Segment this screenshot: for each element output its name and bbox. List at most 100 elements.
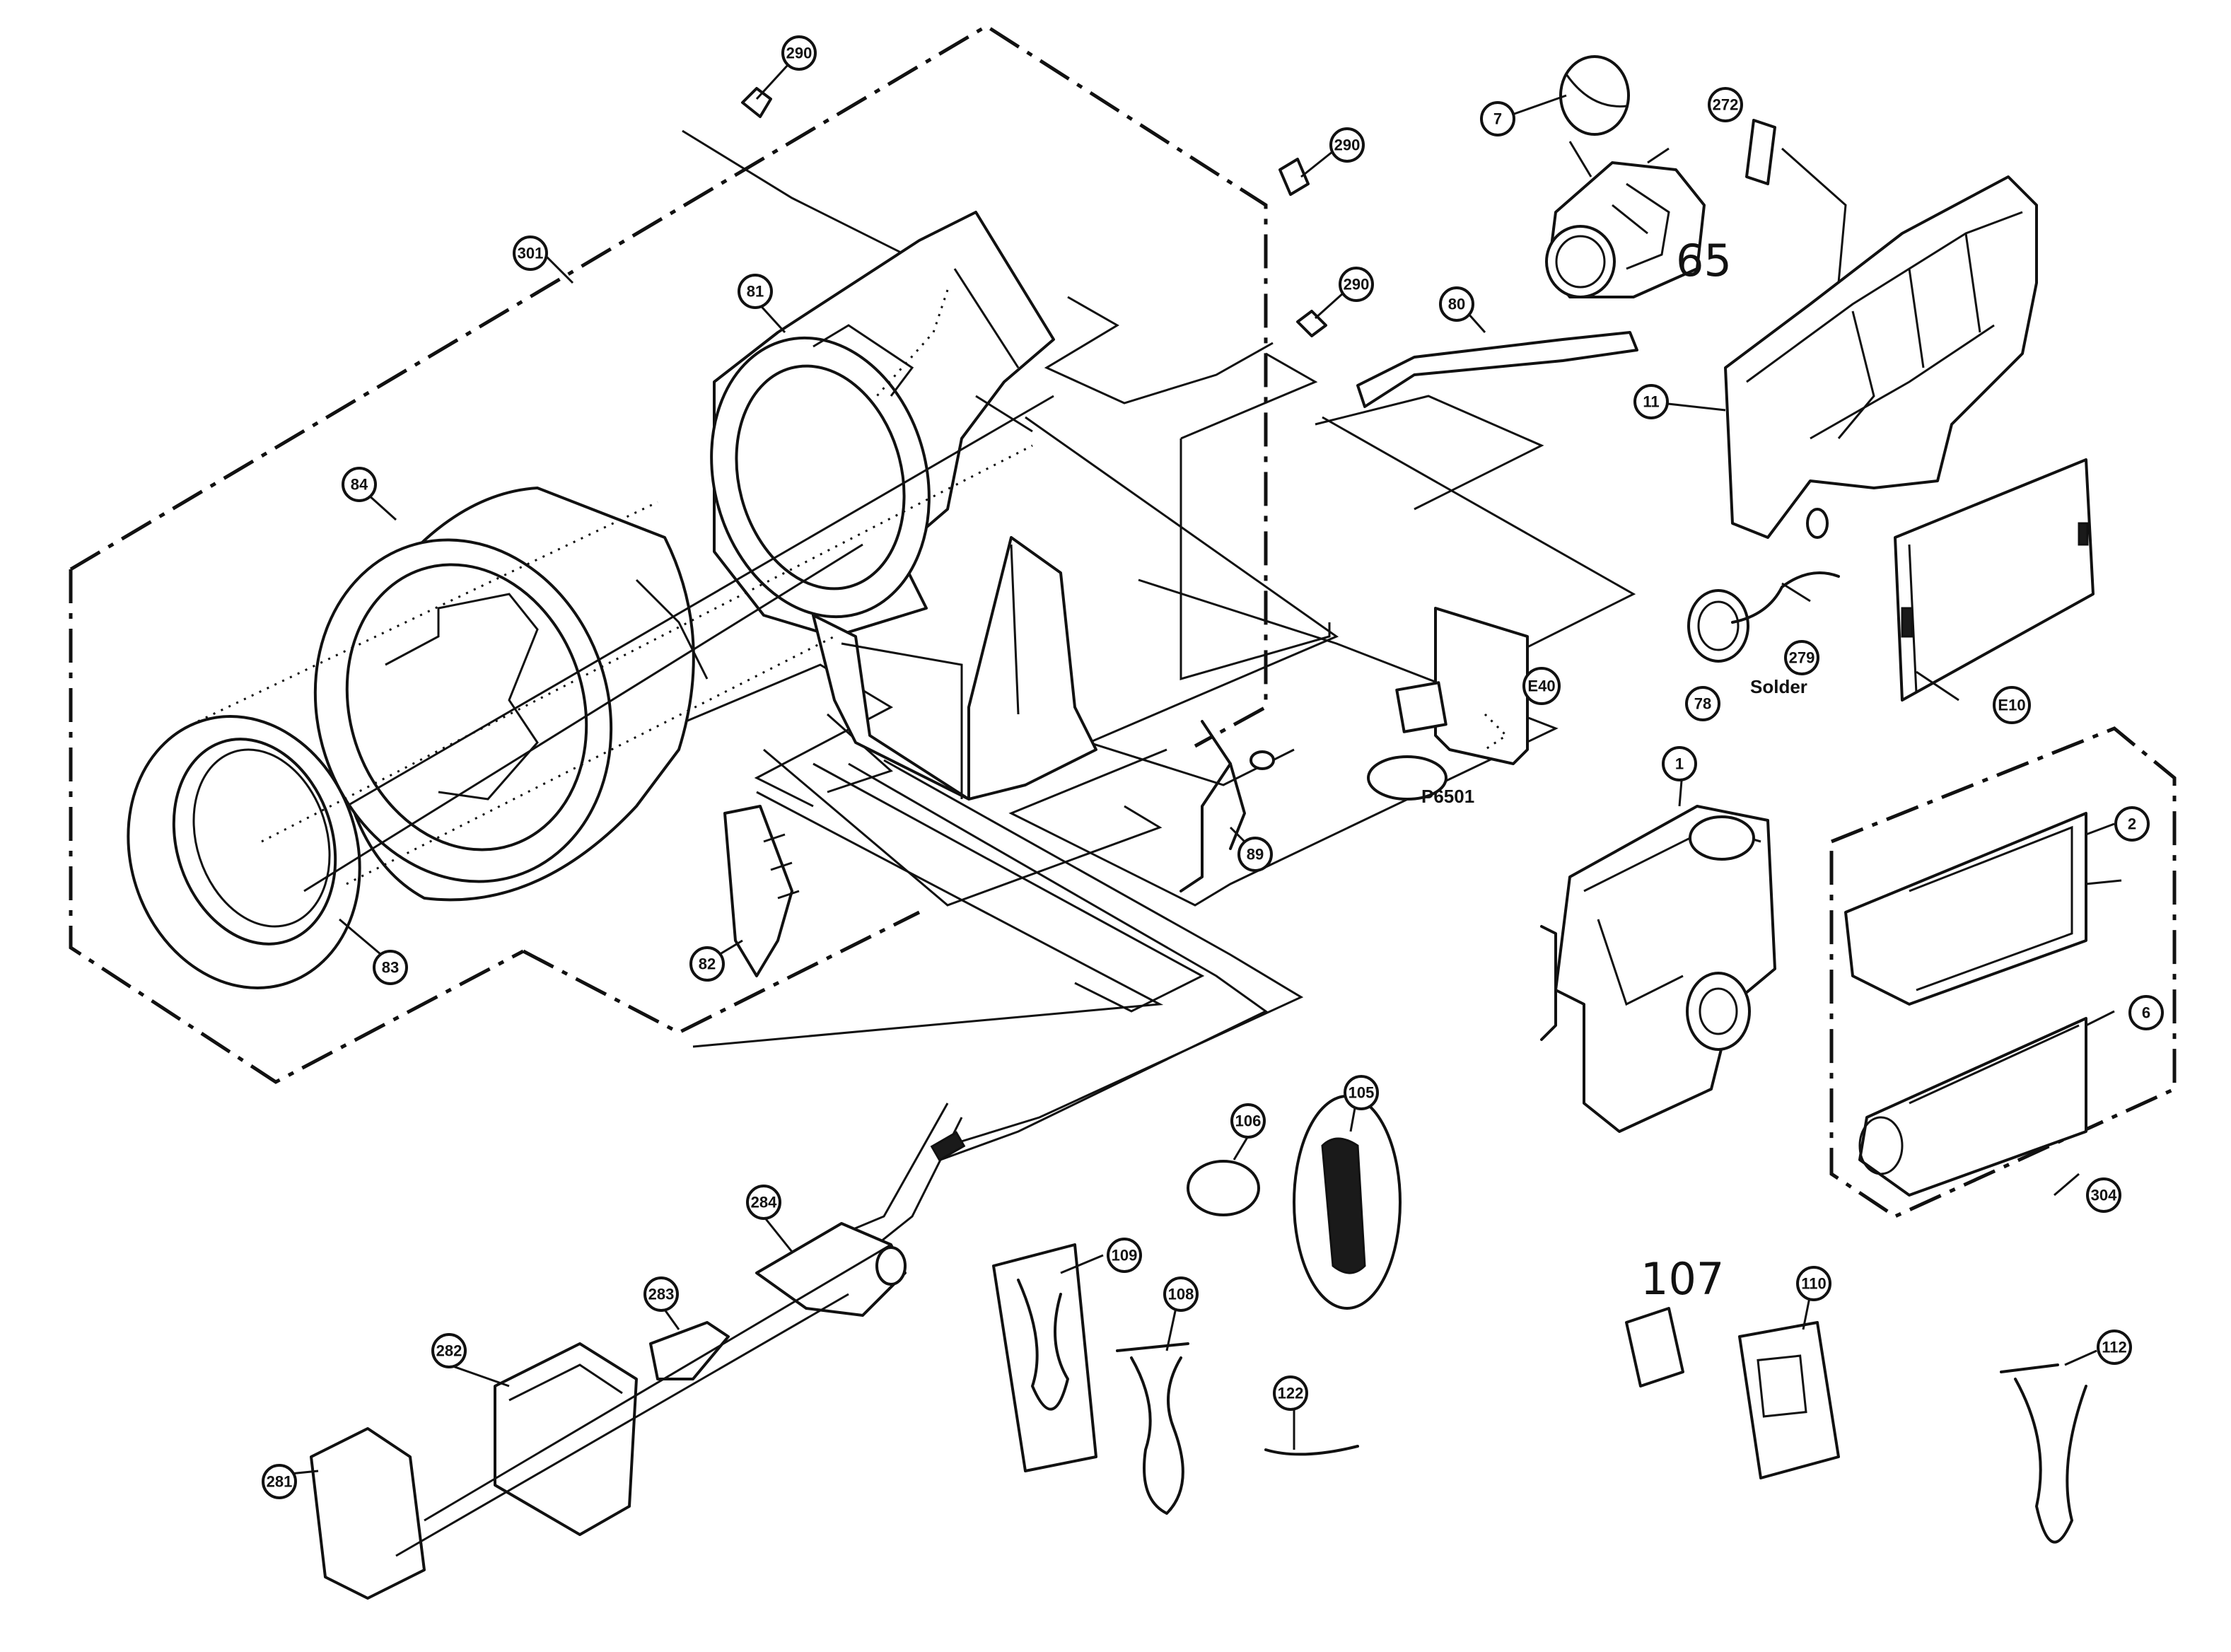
callout-text: 112 <box>2102 1339 2127 1356</box>
callout-text: 283 <box>648 1286 675 1303</box>
pcb-e10-part <box>1894 458 2095 702</box>
lens-assembly-boundary <box>69 24 1268 1084</box>
strap-105-part <box>1293 1095 1402 1310</box>
callout-text: 81 <box>747 283 764 301</box>
callout-84: 84 <box>342 467 377 502</box>
callout-text: 301 <box>518 245 544 262</box>
callout-text: 304 <box>2091 1187 2117 1204</box>
handwritten-65-label: 65 <box>1676 235 1732 286</box>
callout-e40: E40 <box>1522 667 1561 705</box>
callout-272: 272 <box>1708 87 1743 122</box>
callout-110: 110 <box>1796 1266 1831 1301</box>
solder-label: Solder <box>1750 676 1807 697</box>
callout-112: 112 <box>2097 1330 2132 1365</box>
callout-text: 83 <box>382 959 399 977</box>
cassette-assembly-boundary <box>1829 726 2177 1218</box>
callout-text: 279 <box>1789 649 1815 667</box>
cassette-lid-6-part <box>1858 1017 2087 1197</box>
camera-block-65-part <box>1545 141 1706 298</box>
bracket-89-part <box>1179 720 1275 892</box>
callout-304: 304 <box>2086 1177 2121 1213</box>
main-chassis-11-part <box>1724 119 2038 539</box>
callout-7: 7 <box>1480 101 1515 136</box>
cable-108-part <box>1116 1342 1189 1515</box>
callout-82: 82 <box>689 946 725 982</box>
callout-6: 6 <box>2128 995 2164 1030</box>
callout-text: 78 <box>1694 695 1711 713</box>
callout-text: 284 <box>751 1194 777 1211</box>
callout-text: 290 <box>786 45 812 62</box>
callout-text: 89 <box>1247 846 1264 863</box>
callout-1: 1 <box>1662 746 1697 781</box>
callout-text: 105 <box>1348 1084 1375 1102</box>
part-122 <box>1264 1445 1359 1456</box>
callout-text: E40 <box>1527 677 1555 695</box>
callout-text: 1 <box>1675 755 1684 773</box>
callout-text: 2 <box>2128 815 2136 833</box>
callout-290-a: 290 <box>781 35 817 71</box>
callout-text: 109 <box>1112 1247 1138 1264</box>
callout-text: 282 <box>436 1342 462 1360</box>
battery-pack-107-part <box>1625 1307 1684 1388</box>
front-cabinet-part <box>710 211 1055 638</box>
callout-text: 80 <box>1448 296 1465 313</box>
sticker-290-b <box>1278 158 1310 196</box>
lens-cap-7-part <box>1559 55 1630 136</box>
callout-281: 281 <box>262 1464 297 1499</box>
connector-p6501-label: P6501 <box>1421 786 1474 807</box>
callout-83: 83 <box>373 950 408 985</box>
callout-290-b: 290 <box>1329 127 1365 163</box>
callout-text: 122 <box>1278 1385 1304 1402</box>
callout-105: 105 <box>1344 1075 1379 1110</box>
callout-282: 282 <box>431 1333 467 1368</box>
callout-290-c: 290 <box>1339 267 1374 302</box>
cassette-holder-2-part <box>1844 812 2087 1006</box>
front-bracket-part <box>812 536 1097 801</box>
cable-109-part <box>992 1243 1097 1472</box>
callout-109: 109 <box>1107 1238 1142 1273</box>
callout-text: 106 <box>1235 1112 1262 1130</box>
callout-text: 281 <box>267 1473 293 1491</box>
callout-text: 6 <box>2142 1004 2150 1022</box>
charger-110-part <box>1738 1321 1840 1479</box>
mic-ring-78-part <box>1687 571 1840 663</box>
callout-81: 81 <box>738 274 773 309</box>
callout-78: 78 <box>1685 686 1720 721</box>
lens-axis-lines <box>197 289 1054 892</box>
pcb-e40-part <box>1367 607 1529 801</box>
callout-text: 110 <box>1801 1275 1827 1293</box>
handwritten-107-label: 107 <box>1641 1253 1724 1305</box>
callout-text: 290 <box>1344 276 1370 293</box>
callout-text: 290 <box>1334 136 1361 154</box>
callout-11: 11 <box>1633 384 1669 419</box>
callout-301: 301 <box>513 235 548 271</box>
small-bracket-part <box>723 805 800 977</box>
callout-text: 84 <box>351 476 368 494</box>
av-cable-112-part <box>2000 1363 2087 1544</box>
callout-2: 2 <box>2114 806 2150 842</box>
flex-cable-routing <box>682 129 1636 1161</box>
battery-106-part <box>1187 1160 1260 1216</box>
cassette-mechanism-1-part <box>1540 805 1776 1133</box>
callout-89: 89 <box>1237 837 1273 872</box>
callout-e10: E10 <box>1993 686 2031 724</box>
callout-108: 108 <box>1163 1276 1199 1312</box>
sticker-290-c <box>1296 310 1327 337</box>
callout-284: 284 <box>746 1185 781 1220</box>
callout-text: 272 <box>1713 96 1739 114</box>
viewfinder-assembly-part <box>310 1103 966 1600</box>
lens-front-ring-part <box>127 715 361 989</box>
callout-122: 122 <box>1273 1375 1308 1411</box>
callout-text: 7 <box>1493 110 1502 128</box>
sticker-290-a <box>741 87 772 118</box>
callout-106: 106 <box>1230 1103 1266 1139</box>
callout-text: 82 <box>699 955 716 973</box>
callout-text: 108 <box>1168 1286 1194 1303</box>
lens-barrel-part <box>313 487 709 902</box>
callout-283: 283 <box>643 1276 679 1312</box>
callout-279: 279 <box>1784 640 1819 675</box>
callout-text: E10 <box>1998 697 2025 714</box>
callout-80: 80 <box>1439 286 1474 322</box>
flat-cable-80-part <box>1356 331 1638 408</box>
